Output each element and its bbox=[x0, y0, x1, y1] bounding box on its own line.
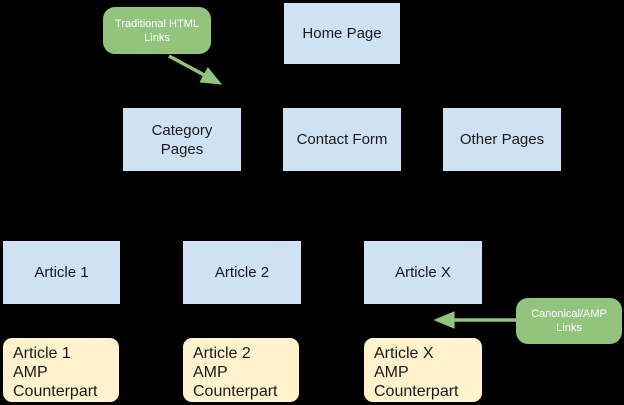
article-2-amp-label: Article 2 AMP Counterpart bbox=[193, 345, 278, 400]
traditional-links-arrow bbox=[168, 54, 223, 85]
node-other-pages: Other Pages bbox=[442, 107, 562, 172]
article-x-amp-label: Article X AMP Counterpart bbox=[374, 345, 459, 400]
canonical-amp-links-label: Canonical/AMP Links bbox=[531, 308, 607, 334]
home-page-label: Home Page bbox=[302, 25, 382, 42]
category-pages-label: Category Pages bbox=[151, 121, 213, 158]
node-article-x-amp-counterpart: Article X AMP Counterpart bbox=[363, 337, 483, 403]
callout-traditional-html-links: Traditional HTML Links bbox=[103, 7, 211, 54]
node-category-pages: Category Pages bbox=[122, 107, 242, 172]
node-contact-form: Contact Form bbox=[282, 107, 402, 172]
contact-form-label: Contact Form bbox=[296, 131, 388, 148]
article-x-label: Article X bbox=[395, 264, 451, 281]
node-article-1-amp-counterpart: Article 1 AMP Counterpart bbox=[2, 337, 120, 403]
traditional-html-links-label: Traditional HTML Links bbox=[115, 17, 199, 44]
callout-canonical-amp-links: Canonical/AMP Links bbox=[516, 298, 622, 344]
node-home-page: Home Page bbox=[283, 2, 401, 65]
article-1-amp-label: Article 1 AMP Counterpart bbox=[13, 345, 98, 400]
node-article-2: Article 2 bbox=[182, 240, 302, 305]
node-article-x: Article X bbox=[363, 240, 483, 305]
node-article-2-amp-counterpart: Article 2 AMP Counterpart bbox=[182, 337, 300, 403]
article-2-label: Article 2 bbox=[214, 264, 270, 281]
article-1-label: Article 1 bbox=[34, 264, 89, 281]
other-pages-label: Other Pages bbox=[459, 131, 545, 148]
node-article-1: Article 1 bbox=[2, 240, 121, 305]
